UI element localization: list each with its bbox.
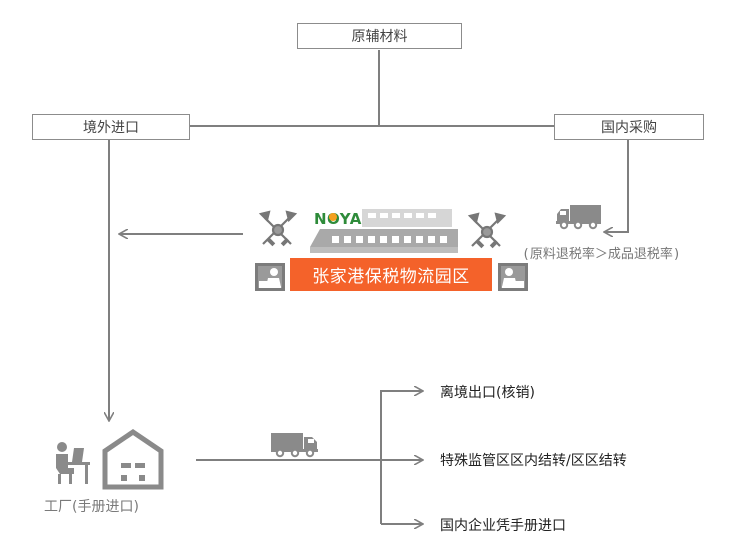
- customs-emblem-icon: [258, 210, 298, 247]
- customs-emblem-icon: [467, 212, 507, 249]
- overseas-import-label: 境外进口: [83, 120, 139, 136]
- bonded-park-name: 张家港保税物流园区: [312, 267, 470, 287]
- warehouse-building-graphic: [310, 209, 458, 253]
- overseas-import-box: 境外进口: [32, 114, 190, 140]
- noya-logo-accent: [329, 213, 337, 221]
- delivery-truck-icon: [556, 205, 601, 230]
- domestic-purchase-box: 国内采购: [554, 114, 704, 140]
- rebate-rate-note: (原料退税率＞成品退税率): [522, 247, 681, 262]
- raw-materials-label: 原辅材料: [351, 29, 408, 45]
- domestic-purchase-label: 国内采购: [601, 120, 657, 136]
- output-label-domestic-import: 国内企业凭手册进口: [440, 518, 566, 534]
- raw-materials-box: 原辅材料: [297, 23, 462, 49]
- inspection-officer-icon: [255, 263, 285, 291]
- factory-label: 工厂(手册进口): [44, 499, 139, 515]
- bonded-park-banner: 张家港保税物流园区: [290, 258, 492, 291]
- output-label-zone-transfer: 特殊监管区区内结转/区区结转: [440, 453, 627, 469]
- noya-logo: NOYA: [314, 210, 362, 228]
- factory-house-icon: [102, 428, 164, 490]
- output-label-export: 离境出口(核销): [440, 385, 535, 401]
- delivery-truck-icon: [271, 433, 318, 458]
- inspection-officer-icon: [498, 263, 528, 291]
- worker-at-desk-icon: [56, 442, 90, 484]
